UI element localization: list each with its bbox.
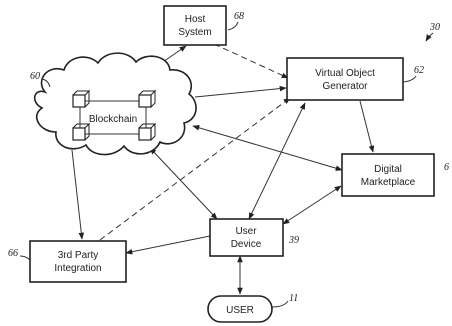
third-party-leader (19, 255, 31, 261)
edge-blockchain-thirdparty (71, 149, 85, 240)
edge-host-vog (213, 43, 289, 79)
blockchain-cloud-node: Blockchain (33, 52, 197, 156)
host-system-leader (227, 21, 239, 31)
edge-device-vog (248, 102, 306, 220)
virtual-object-generator-node: Virtual Object Generator (286, 57, 404, 101)
vog-ref: 62 (414, 65, 424, 76)
vog-label-line2: Generator (322, 81, 368, 92)
user-device-node: User Device (209, 218, 284, 257)
marketplace-label-line2: Marketplace (361, 177, 416, 188)
third-party-label-line2: Integration (54, 263, 101, 274)
host-system-label-line1: Host (185, 14, 206, 25)
blockchain-leader (41, 78, 51, 88)
blockchain-block-icon (72, 89, 91, 108)
host-system-ref: 68 (234, 11, 244, 22)
user-device-ref: 39 (288, 235, 299, 246)
user-ref: 11 (289, 293, 298, 304)
marketplace-ref: 6 (444, 162, 449, 173)
edge-device-market (282, 185, 342, 225)
marketplace-label-line1: Digital (374, 164, 402, 175)
user-device-label-line1: User (235, 226, 257, 237)
host-system-label-line2: System (178, 27, 211, 38)
digital-marketplace-node: Digital Marketplace (341, 153, 435, 197)
blockchain-label: Blockchain (89, 114, 137, 125)
vog-label-line1: Virtual Object (315, 68, 375, 79)
blockchain-block-icon (72, 122, 91, 141)
third-party-ref: 66 (8, 248, 18, 259)
figure-number-text: 30 (429, 22, 440, 33)
user-device-label-line2: Device (231, 239, 262, 250)
third-party-label-line1: 3rd Party (58, 250, 99, 261)
edge-vog-market (359, 100, 375, 153)
vog-leader (402, 75, 417, 83)
blockchain-ref: 60 (30, 71, 40, 82)
blockchain-block-icon (138, 89, 157, 108)
user-node: USER (207, 295, 273, 323)
edges-layer (71, 43, 375, 295)
edge-blockchain-market (192, 125, 343, 171)
edge-device-thirdparty (125, 235, 211, 255)
blockchain-block-icon (138, 122, 157, 141)
edge-blockchain-vog (194, 85, 287, 98)
user-leader (271, 300, 289, 308)
host-system-node: Host System (163, 5, 227, 46)
figure-number: 30 (425, 22, 440, 42)
edge-blockchain-device (149, 147, 218, 220)
user-label: USER (226, 305, 254, 316)
third-party-integration-node: 3rd Party Integration (29, 240, 127, 283)
